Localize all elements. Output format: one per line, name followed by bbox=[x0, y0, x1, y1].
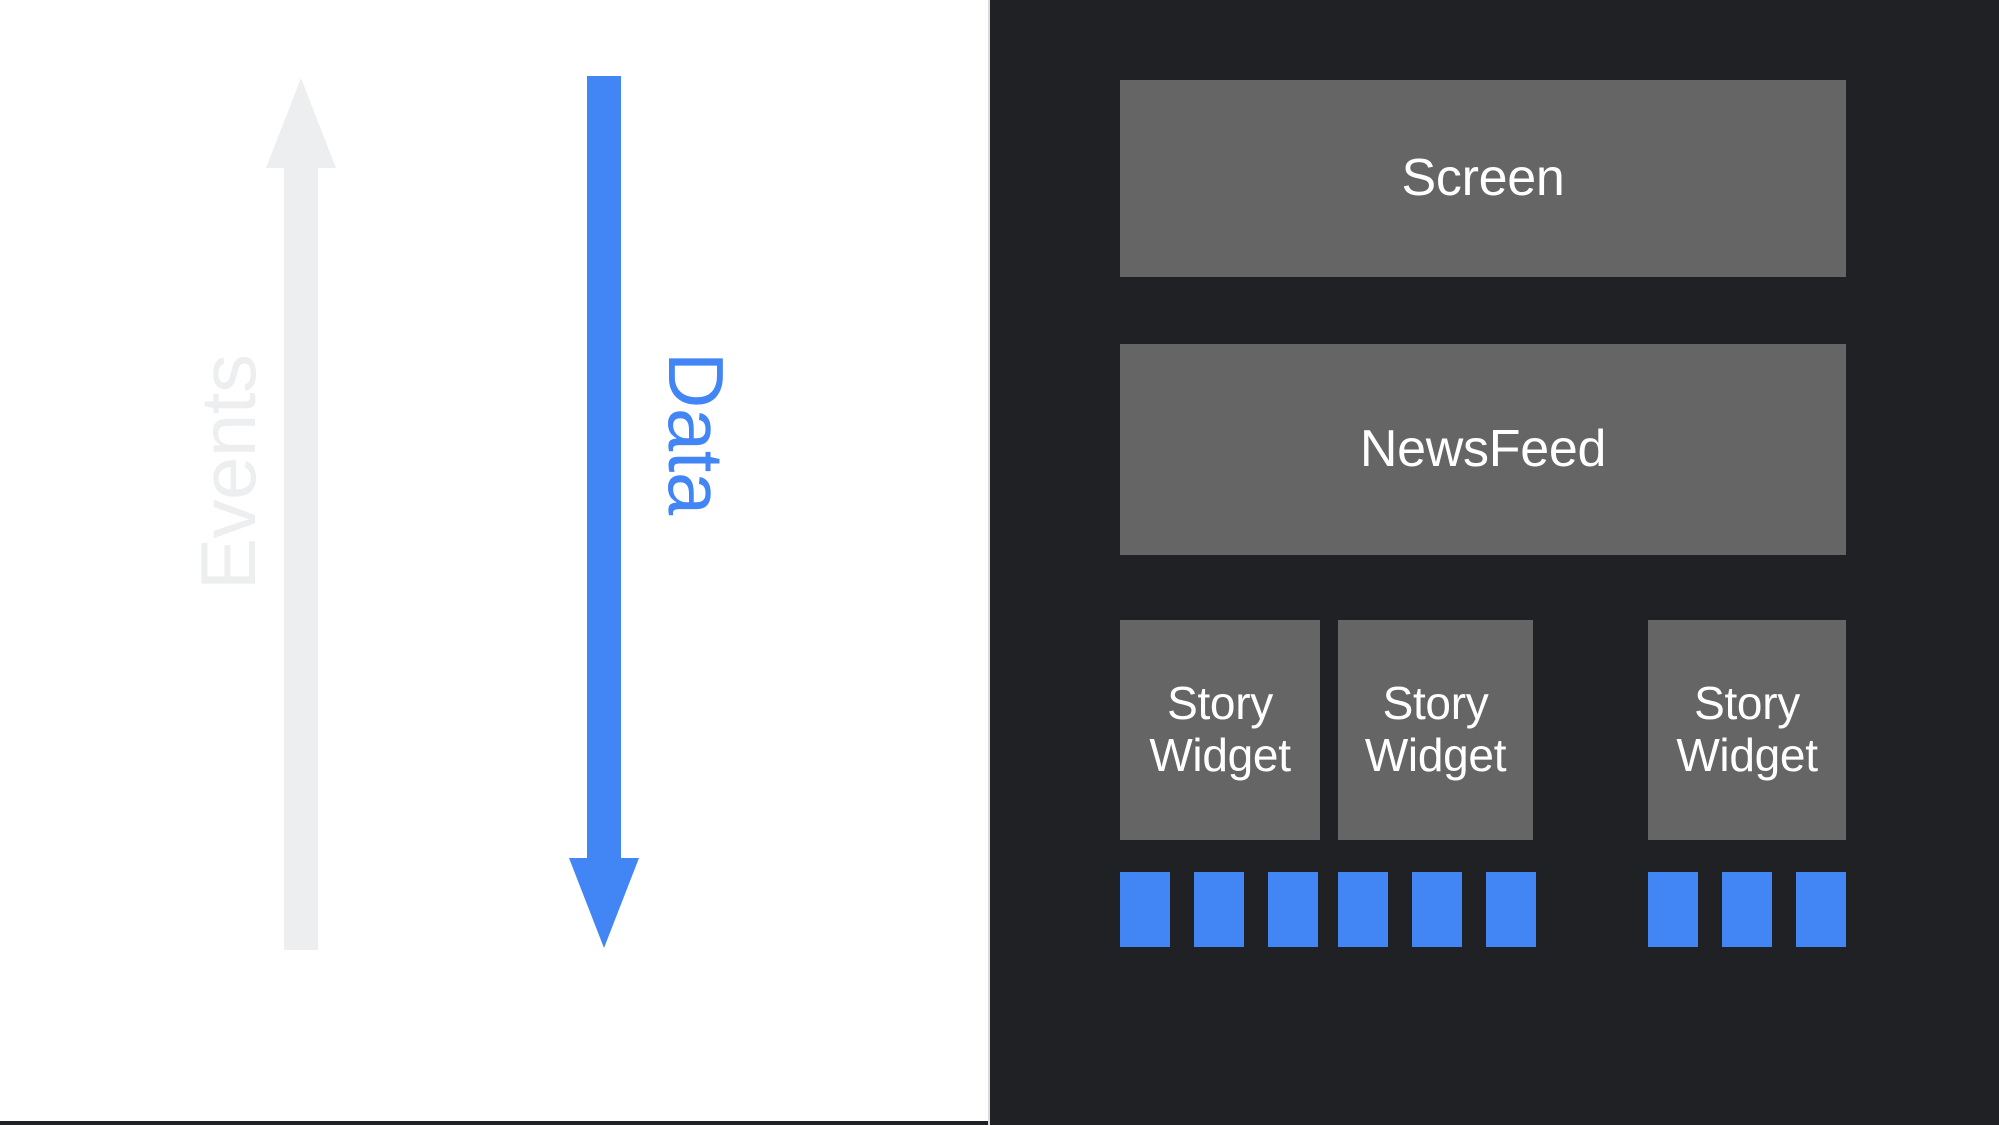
node-screen-label: Screen bbox=[1401, 149, 1565, 208]
story-widget-2-line2: Widget bbox=[1364, 729, 1507, 781]
leaf-bars-group-2 bbox=[1338, 872, 1536, 947]
leaf-bar[interactable] bbox=[1268, 872, 1318, 947]
leaf-bar[interactable] bbox=[1194, 872, 1244, 947]
leaf-bar[interactable] bbox=[1722, 872, 1772, 947]
leaf-bar[interactable] bbox=[1648, 872, 1698, 947]
leaf-bars-group-3 bbox=[1648, 872, 1846, 947]
leaf-bar[interactable] bbox=[1120, 872, 1170, 947]
leaf-bar[interactable] bbox=[1486, 872, 1536, 947]
leaf-bars-group-1 bbox=[1120, 872, 1318, 947]
node-newsfeed-label: NewsFeed bbox=[1359, 420, 1607, 479]
leaf-bar[interactable] bbox=[1338, 872, 1388, 947]
panel-seam-divider bbox=[988, 0, 990, 1125]
events-arrow-up-icon bbox=[266, 78, 336, 950]
leaf-bar[interactable] bbox=[1412, 872, 1462, 947]
story-widget-2-line1: Story bbox=[1382, 677, 1489, 730]
story-widget-3-line2: Widget bbox=[1676, 729, 1818, 781]
story-widget-3-line1: Story bbox=[1694, 677, 1800, 730]
data-flow-label: Data bbox=[652, 352, 740, 515]
node-newsfeed[interactable]: NewsFeed bbox=[1120, 344, 1846, 555]
node-screen[interactable]: Screen bbox=[1120, 80, 1846, 277]
data-arrow-down-icon bbox=[569, 76, 639, 948]
events-flow-label: Events bbox=[184, 354, 272, 590]
story-widget-1-line2: Widget bbox=[1149, 729, 1291, 781]
flow-legend-panel: Events Data bbox=[0, 0, 990, 1125]
leaf-bar[interactable] bbox=[1796, 872, 1846, 947]
bottom-divider bbox=[0, 1121, 990, 1125]
story-widget-1-line1: Story bbox=[1167, 677, 1273, 730]
